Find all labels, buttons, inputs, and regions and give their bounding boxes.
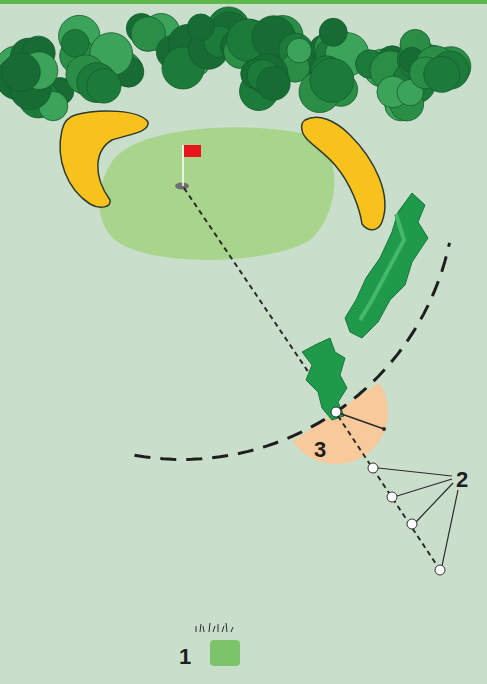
tree-line (0, 7, 471, 121)
bunker-right (302, 117, 385, 229)
tree-foliage (61, 29, 89, 57)
tree-foliage (257, 67, 290, 100)
tree-foliage (2, 53, 41, 92)
tree-foliage (87, 69, 121, 103)
tree-foliage (424, 56, 460, 92)
flag (184, 145, 201, 157)
ball-path (338, 416, 440, 570)
grass-marks (196, 623, 233, 632)
hole-cup (175, 183, 189, 190)
ball-drop (331, 407, 341, 417)
bunker-left (60, 111, 148, 207)
ball-position (368, 463, 378, 473)
distance-arc (135, 243, 450, 460)
flag-pole (182, 145, 184, 186)
tee-box (210, 640, 240, 666)
tree-foliage (319, 18, 347, 46)
callout-number: 1 (179, 646, 191, 668)
ball-position (407, 519, 417, 529)
putting-green (99, 127, 334, 260)
ball-position (435, 565, 445, 575)
callout-number: 3 (314, 439, 326, 461)
callout-number: 2 (456, 469, 468, 491)
tree-foliage (287, 38, 312, 63)
tree-foliage (187, 14, 214, 41)
ball-position (387, 492, 397, 502)
top-border (0, 0, 487, 4)
callout-leaders (378, 468, 458, 566)
bush-long (345, 193, 428, 338)
relief-radius (336, 412, 384, 429)
ball-positions (368, 463, 445, 575)
radius-end (382, 427, 386, 431)
tree-foliage (310, 58, 354, 102)
bush-highlight (360, 214, 404, 320)
